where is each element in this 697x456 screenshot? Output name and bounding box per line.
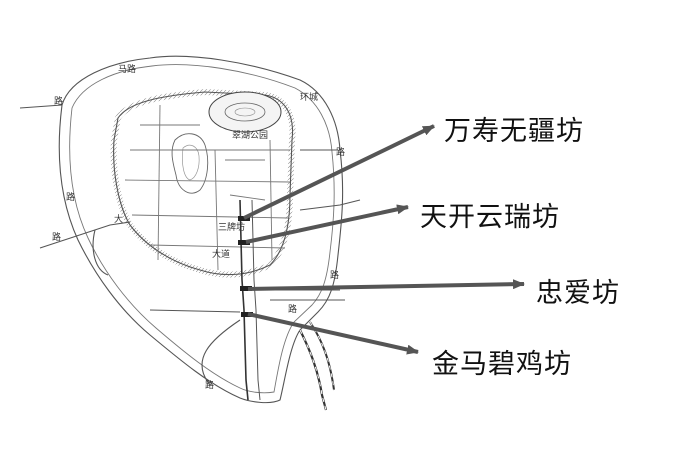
map-mid-label1: 三牌坊 <box>218 221 245 233</box>
label-zhongai: 忠爱坊 <box>536 278 620 309</box>
label-tiankai: 天开云瑞坊 <box>420 202 560 233</box>
label-wanshou: 万寿无疆坊 <box>444 116 584 147</box>
map-road-ring-s: 路 <box>330 269 339 281</box>
map-road-ring-ne: 环城 <box>300 92 318 103</box>
arrow-zhongai <box>247 279 525 291</box>
arrow-jinma <box>247 312 419 355</box>
map-west-gate: 大 <box>114 213 123 225</box>
arrow-wanshou <box>243 124 435 220</box>
radial-roads <box>19 104 361 386</box>
main-axis-road <box>239 199 249 401</box>
map-south-label: 路 <box>288 303 297 315</box>
hill <box>171 133 209 194</box>
label-jinma: 金马碧鸡坊 <box>432 349 572 380</box>
map-road-west: 路 <box>54 95 63 107</box>
inner-streets <box>124 104 291 271</box>
map-road-ring-sw: 路 <box>66 191 75 203</box>
outer-ring-road-inner-edge <box>69 64 335 394</box>
main-axis-road-edge <box>251 199 261 401</box>
map-west-char: 路 <box>52 231 61 243</box>
map-road-north: 马路 <box>118 63 136 75</box>
map-road-south: 路 <box>205 379 214 391</box>
park-label: 翠湖公园 <box>232 130 268 141</box>
map-road-ring-e: 路 <box>336 146 345 158</box>
lake-island <box>224 102 266 122</box>
arrow-tiankai <box>245 204 409 244</box>
outer-ring-road <box>58 55 344 404</box>
city-wall-line <box>113 91 294 276</box>
lake-island-core <box>234 107 256 117</box>
lake <box>208 91 282 133</box>
archway-markers <box>238 216 253 317</box>
map-mid-label2: 大道 <box>212 248 230 260</box>
railway <box>299 321 335 411</box>
hill-contour <box>182 144 200 181</box>
